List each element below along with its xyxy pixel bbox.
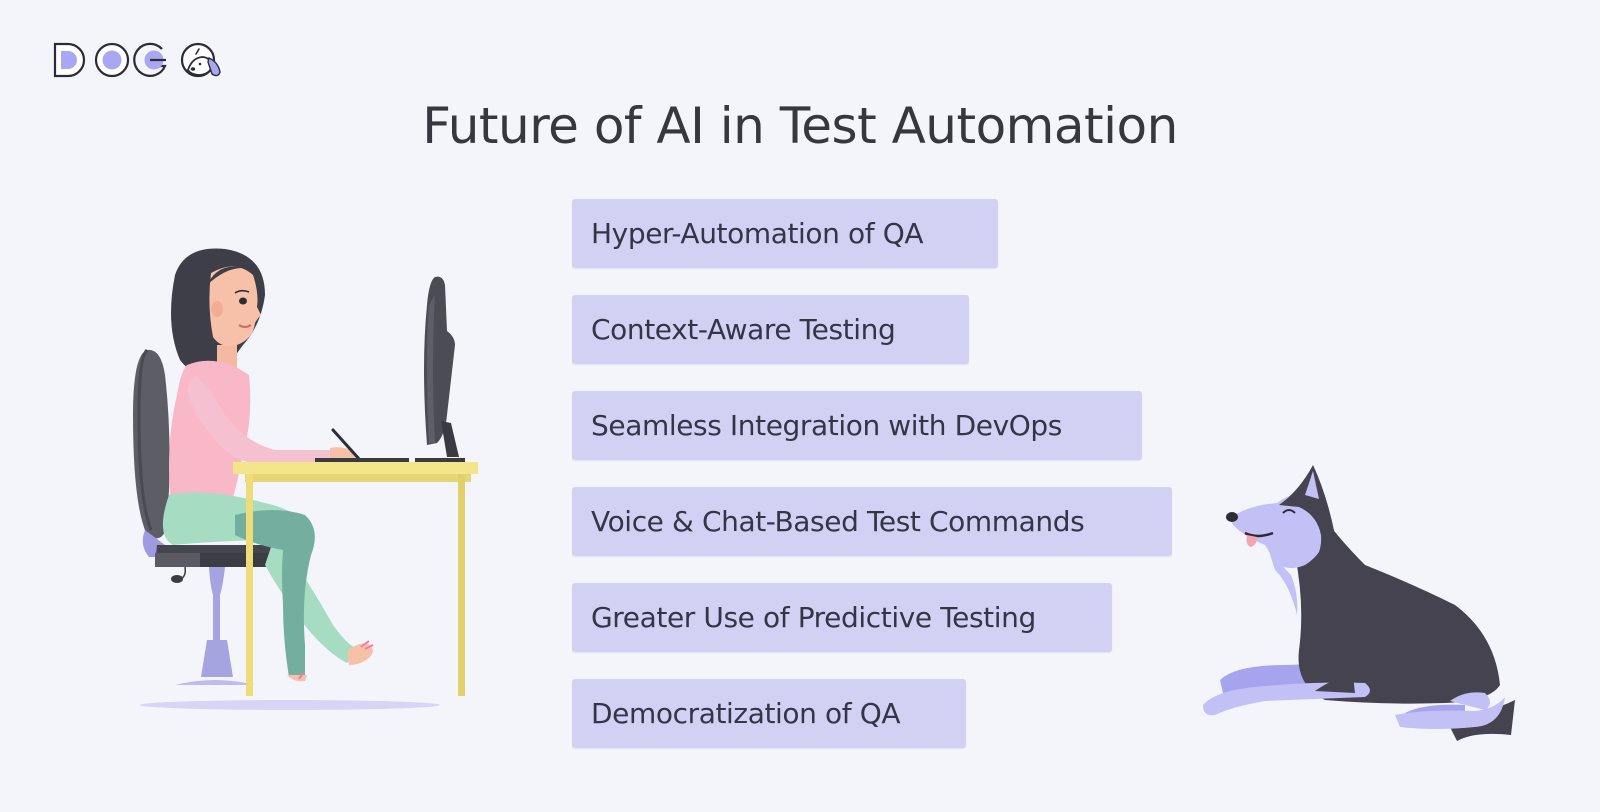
list-item-label: Context-Aware Testing xyxy=(591,313,896,346)
list-item: Seamless Integration with DevOps xyxy=(572,391,1142,460)
list-item-label: Voice & Chat-Based Test Commands xyxy=(591,505,1085,538)
dogq-logo[interactable] xyxy=(52,40,224,80)
list-item-label: Hyper-Automation of QA xyxy=(591,217,924,250)
list-item: Voice & Chat-Based Test Commands xyxy=(572,487,1172,556)
list-item: Context-Aware Testing xyxy=(572,295,969,364)
page-title: Future of AI in Test Automation xyxy=(422,97,1178,155)
list-item-label: Seamless Integration with DevOps xyxy=(591,409,1062,442)
list-item: Democratization of QA xyxy=(572,679,966,748)
husky-dog-illustration xyxy=(1203,465,1515,741)
list-item-label: Greater Use of Predictive Testing xyxy=(591,601,1036,634)
woman-at-desk-illustration xyxy=(133,248,478,710)
list-item: Greater Use of Predictive Testing xyxy=(572,583,1112,652)
list-item: Hyper-Automation of QA xyxy=(572,199,998,268)
list-item-label: Democratization of QA xyxy=(591,697,901,730)
